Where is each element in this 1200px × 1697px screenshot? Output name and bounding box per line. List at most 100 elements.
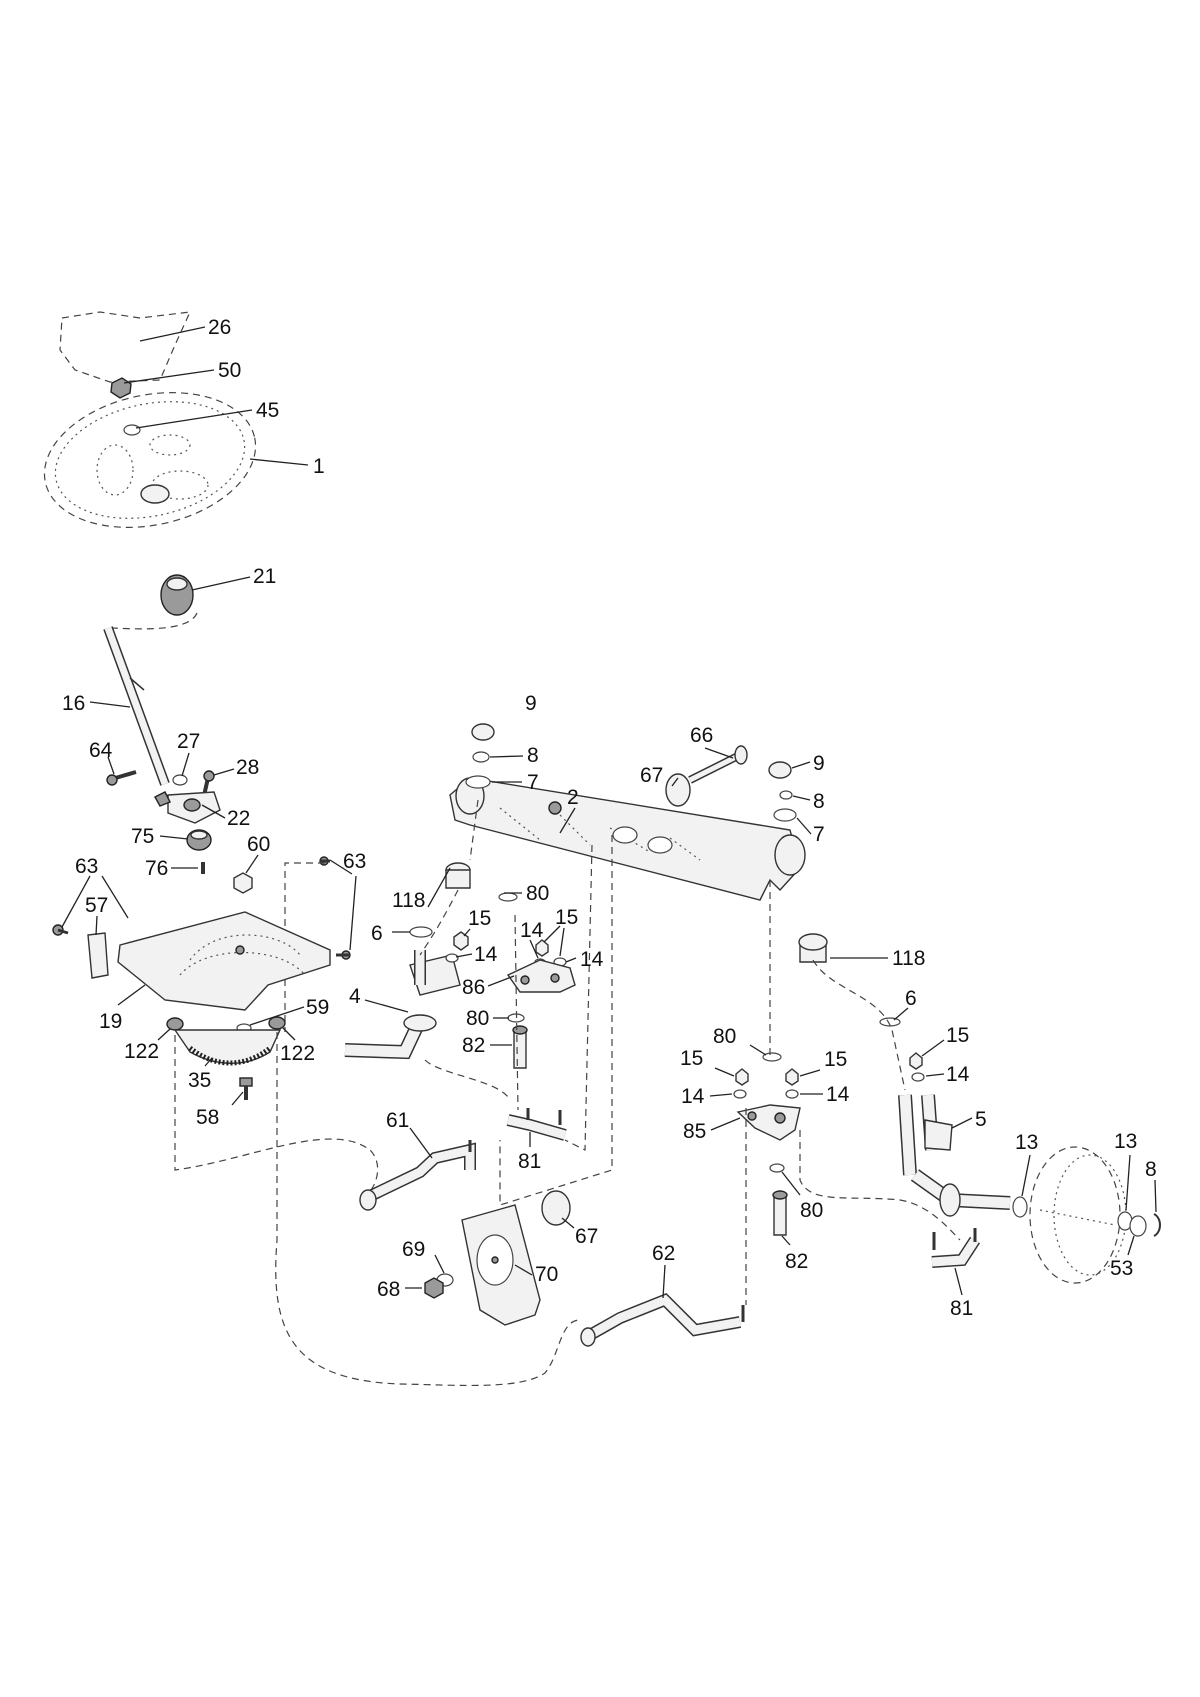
svg-text:15: 15 bbox=[555, 906, 578, 929]
callout-5: 5 bbox=[951, 1108, 987, 1131]
svg-text:15: 15 bbox=[946, 1024, 969, 1047]
callout-70: 70 bbox=[514, 1263, 558, 1286]
washer-7-right bbox=[773, 808, 797, 822]
callout-2: 2 bbox=[559, 786, 579, 834]
svg-text:9: 9 bbox=[525, 692, 537, 715]
callout-81-right: 81 bbox=[950, 1267, 973, 1320]
svg-text:64: 64 bbox=[89, 739, 113, 762]
front-axle-2 bbox=[449, 777, 806, 901]
pulley-67-lower bbox=[541, 1190, 571, 1226]
svg-text:122: 122 bbox=[124, 1040, 159, 1063]
plate-70 bbox=[461, 1204, 541, 1326]
svg-text:80: 80 bbox=[713, 1025, 736, 1048]
callout-61: 61 bbox=[386, 1109, 433, 1159]
shaft-to-bushing-hidden-line bbox=[112, 612, 198, 630]
alignment-line-b bbox=[564, 844, 593, 1151]
callouts-layer: 26 50 45 1 21 16 64 27 28 22 75 60 76 63… bbox=[61, 316, 1157, 1320]
svg-text:6: 6 bbox=[371, 922, 383, 945]
washer-14-right-a bbox=[733, 1089, 747, 1099]
svg-text:81: 81 bbox=[950, 1297, 973, 1320]
svg-text:13: 13 bbox=[1015, 1131, 1038, 1154]
callout-80-top: 80 bbox=[504, 882, 549, 905]
svg-text:67: 67 bbox=[640, 764, 663, 787]
alignment-line-i bbox=[469, 799, 479, 861]
bolt-63-left bbox=[52, 924, 69, 936]
svg-text:62: 62 bbox=[652, 1242, 675, 1265]
callout-14-right-c: 14 bbox=[925, 1063, 970, 1086]
washer-80-right-top bbox=[762, 1052, 782, 1062]
svg-text:14: 14 bbox=[474, 943, 498, 966]
callout-122-left: 122 bbox=[124, 1028, 171, 1063]
spindle-4 bbox=[344, 950, 461, 1060]
callout-69: 69 bbox=[402, 1238, 445, 1274]
pivot-bolt-66 bbox=[688, 745, 748, 784]
washer-80-left-top bbox=[498, 892, 518, 902]
svg-text:53: 53 bbox=[1110, 1257, 1133, 1280]
washer-45 bbox=[123, 424, 141, 436]
callout-4: 4 bbox=[349, 985, 409, 1013]
svg-text:61: 61 bbox=[386, 1109, 409, 1132]
svg-text:69: 69 bbox=[402, 1238, 425, 1261]
lower-arm-81-right bbox=[931, 1228, 981, 1268]
washer-80-right-mid bbox=[769, 1163, 785, 1173]
svg-text:9: 9 bbox=[813, 752, 825, 775]
nut-60 bbox=[233, 872, 253, 894]
svg-text:14: 14 bbox=[681, 1085, 705, 1108]
svg-text:16: 16 bbox=[62, 692, 85, 715]
bracket-22-bore bbox=[183, 798, 201, 812]
nut-15-left-b bbox=[535, 939, 549, 957]
callout-14-left-a: 14 bbox=[455, 943, 498, 966]
drag-link-hidden-line bbox=[275, 1032, 581, 1387]
callout-64: 64 bbox=[89, 739, 115, 775]
svg-text:28: 28 bbox=[236, 756, 259, 779]
callout-6-right: 6 bbox=[893, 987, 917, 1021]
callout-14-left-b: 14 bbox=[520, 919, 544, 959]
callout-86: 86 bbox=[462, 975, 515, 999]
callout-14-left-c: 14 bbox=[565, 948, 604, 971]
svg-text:118: 118 bbox=[892, 947, 925, 970]
sector-hidden-line bbox=[174, 1035, 379, 1197]
kingpin-82-left bbox=[512, 1025, 528, 1069]
steering-plate-19 bbox=[117, 911, 331, 1011]
callout-8-right: 8 bbox=[792, 790, 825, 813]
svg-text:13: 13 bbox=[1114, 1130, 1137, 1153]
nut-68 bbox=[424, 1277, 444, 1299]
nut-15-left-a bbox=[453, 931, 469, 951]
callout-80-right-mid: 80 bbox=[781, 1171, 823, 1222]
steering-bushing-21 bbox=[160, 574, 194, 616]
svg-text:15: 15 bbox=[824, 1048, 847, 1071]
kingpin-82-right bbox=[772, 1190, 788, 1236]
washer-6-left bbox=[409, 926, 433, 938]
callout-57: 57 bbox=[85, 894, 108, 936]
callout-82-left: 82 bbox=[462, 1034, 512, 1057]
svg-text:14: 14 bbox=[580, 948, 604, 971]
callout-9-left: 9 bbox=[525, 692, 537, 715]
svg-text:15: 15 bbox=[680, 1047, 703, 1070]
callout-80-right-top: 80 bbox=[713, 1025, 767, 1056]
washer-27 bbox=[172, 774, 188, 786]
svg-text:122: 122 bbox=[280, 1042, 315, 1065]
callout-14-right-b: 14 bbox=[800, 1083, 850, 1106]
callout-76: 76 bbox=[145, 857, 198, 880]
nut-15-right-b bbox=[785, 1068, 799, 1086]
callout-9-right: 9 bbox=[791, 752, 825, 775]
steering-cap-outline bbox=[59, 311, 191, 383]
svg-text:19: 19 bbox=[99, 1010, 122, 1033]
callout-67-upper: 67 bbox=[640, 764, 679, 787]
drag-link-61 bbox=[359, 1140, 476, 1211]
alignment-line-j bbox=[424, 1059, 511, 1101]
callout-28: 28 bbox=[213, 756, 259, 779]
cap-9-left bbox=[471, 723, 495, 741]
alignment-line-c bbox=[514, 914, 519, 1111]
svg-text:8: 8 bbox=[1145, 1158, 1157, 1181]
svg-text:70: 70 bbox=[535, 1263, 558, 1286]
callout-26: 26 bbox=[139, 316, 231, 342]
callout-53: 53 bbox=[1110, 1235, 1135, 1280]
callout-59: 59 bbox=[249, 996, 329, 1026]
svg-text:67: 67 bbox=[575, 1225, 598, 1248]
callout-82-right: 82 bbox=[781, 1235, 808, 1273]
callout-8-left: 8 bbox=[489, 744, 539, 767]
callout-15-left-a: 15 bbox=[463, 907, 491, 937]
svg-text:1: 1 bbox=[313, 455, 325, 478]
